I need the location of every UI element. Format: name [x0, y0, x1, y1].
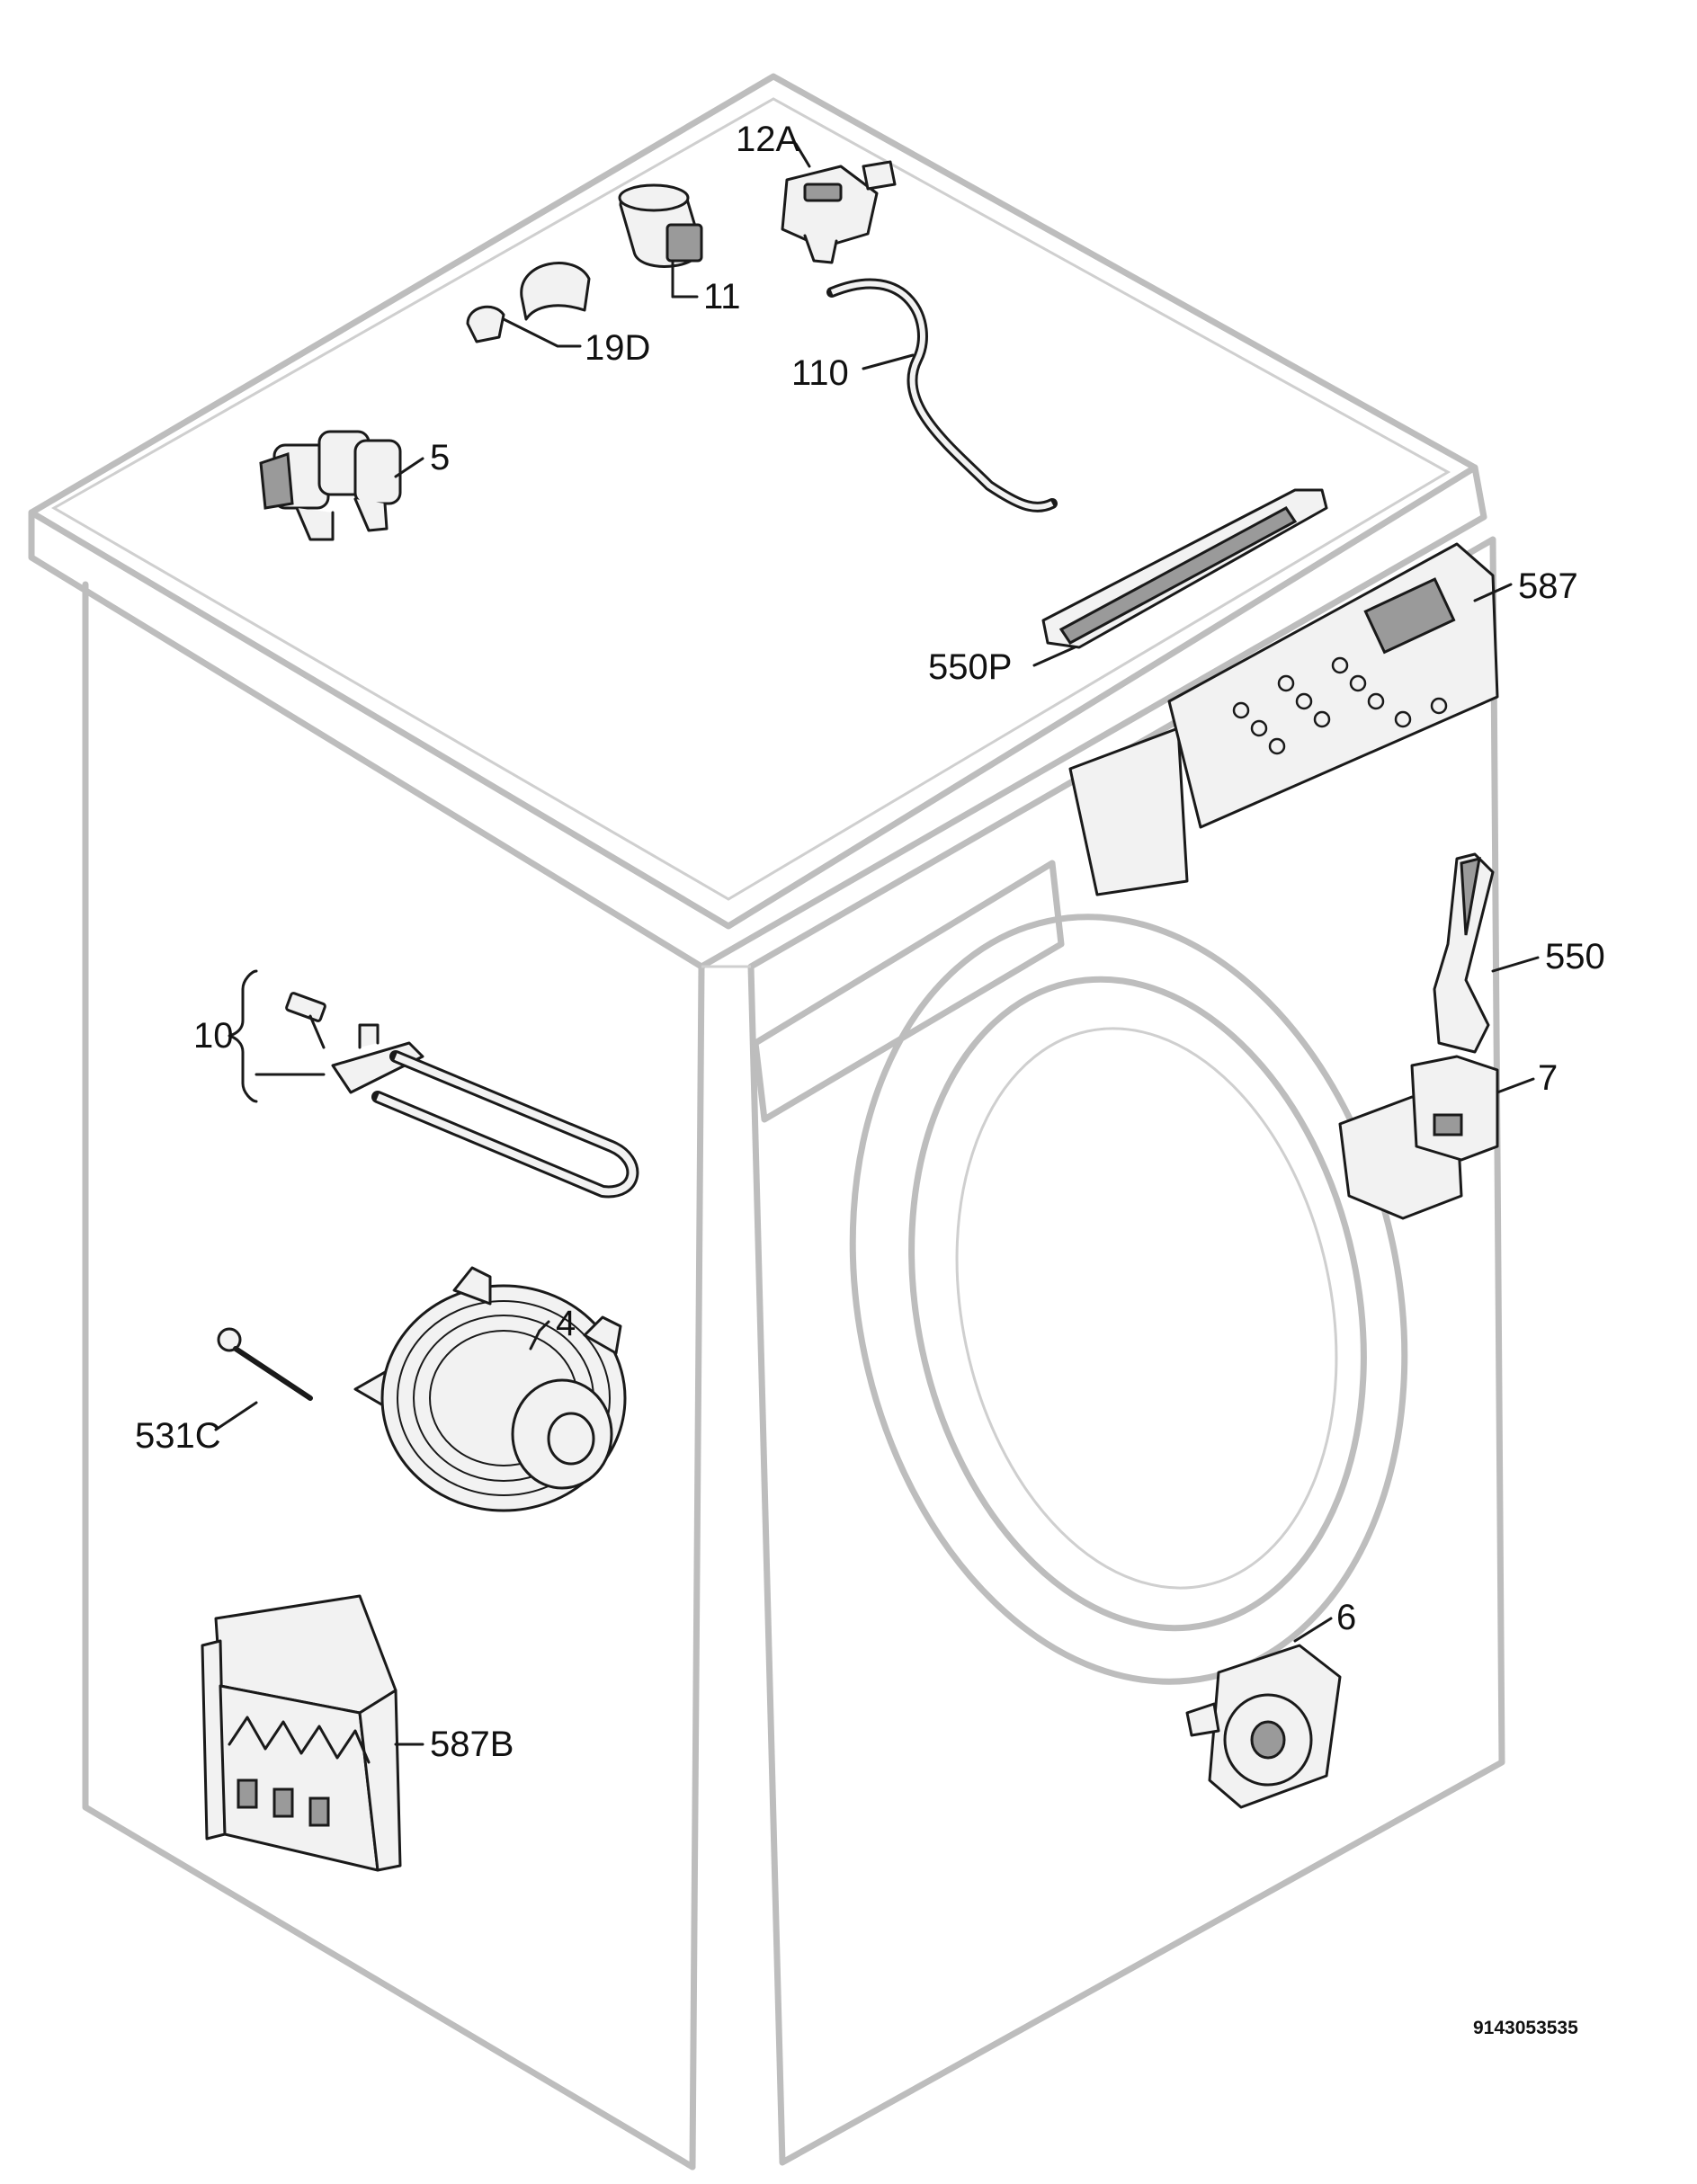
label-550: 550	[1545, 937, 1605, 976]
hose-part	[826, 278, 1058, 513]
drawing-code: 9143053535	[1473, 2018, 1578, 2038]
screw-leader-line	[214, 1401, 258, 1431]
pressure-switch-part	[781, 142, 897, 264]
door-interlock-part	[1338, 1055, 1535, 1220]
inlet-valve-part	[259, 430, 424, 541]
label-4: 4	[556, 1304, 576, 1343]
label-7: 7	[1538, 1058, 1558, 1098]
label-6: 6	[1336, 1598, 1356, 1637]
label-587B: 587B	[430, 1725, 514, 1764]
label-531C: 531C	[135, 1416, 221, 1456]
label-5: 5	[430, 438, 450, 477]
drive-motor-part	[217, 1266, 627, 1512]
label-110: 110	[791, 353, 849, 393]
label-10: 10	[193, 1016, 234, 1056]
label-19D: 19D	[585, 328, 650, 368]
electronic-module-part	[201, 1594, 424, 1872]
drain-pump-part	[1185, 1617, 1342, 1809]
label-11: 11	[703, 277, 741, 316]
label-587: 587	[1518, 566, 1578, 606]
heating-element-part	[228, 969, 639, 1199]
electronic-board-part	[1068, 542, 1513, 896]
cabinet-outline	[28, 73, 1505, 2171]
suppressor-part	[618, 183, 703, 299]
label-12A: 12A	[736, 120, 799, 159]
door-handle-part	[1433, 852, 1540, 1054]
dispenser-cover-part	[1032, 488, 1328, 667]
grommet-part	[466, 262, 591, 348]
label-550P: 550P	[928, 647, 1012, 687]
callout-labels: 12A 11 19D 110 5 587 550P 550 7 10 4 531…	[135, 120, 1605, 1764]
